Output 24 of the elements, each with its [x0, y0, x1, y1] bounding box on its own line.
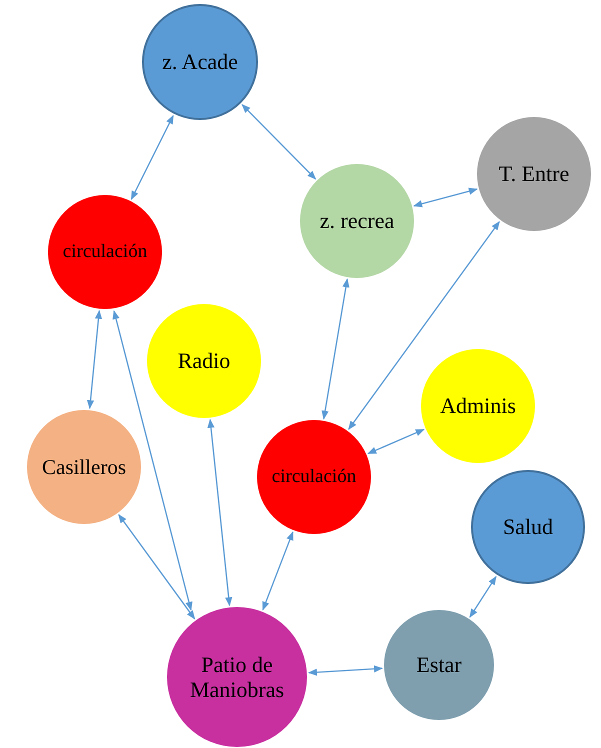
- double-arrow: [86, 310, 102, 410]
- double-arrow: [469, 576, 497, 618]
- node-label: Salud: [502, 514, 554, 540]
- double-arrow: [207, 418, 232, 606]
- node-label: circulación: [272, 466, 356, 488]
- node-label: Estar: [416, 652, 462, 678]
- double-arrow: [308, 665, 383, 676]
- double-arrow: [348, 221, 500, 430]
- double-arrow: [242, 104, 316, 180]
- double-arrow: [413, 188, 478, 208]
- double-arrow: [118, 514, 196, 620]
- node-label: circulación: [62, 241, 148, 263]
- node-label: Radio: [178, 348, 230, 374]
- node-label: z. Acade: [162, 49, 238, 75]
- double-arrow: [112, 310, 192, 611]
- node-label: Adminis: [440, 393, 516, 419]
- double-arrow: [367, 428, 425, 454]
- node-label: T. Entre: [498, 161, 570, 187]
- node-label: Casilleros: [42, 454, 126, 480]
- node-label: Patio de Maniobras: [188, 652, 286, 702]
- double-arrow: [262, 531, 294, 611]
- double-arrow: [322, 278, 350, 420]
- node-label: z. recrea: [320, 208, 394, 234]
- double-arrow: [130, 114, 174, 200]
